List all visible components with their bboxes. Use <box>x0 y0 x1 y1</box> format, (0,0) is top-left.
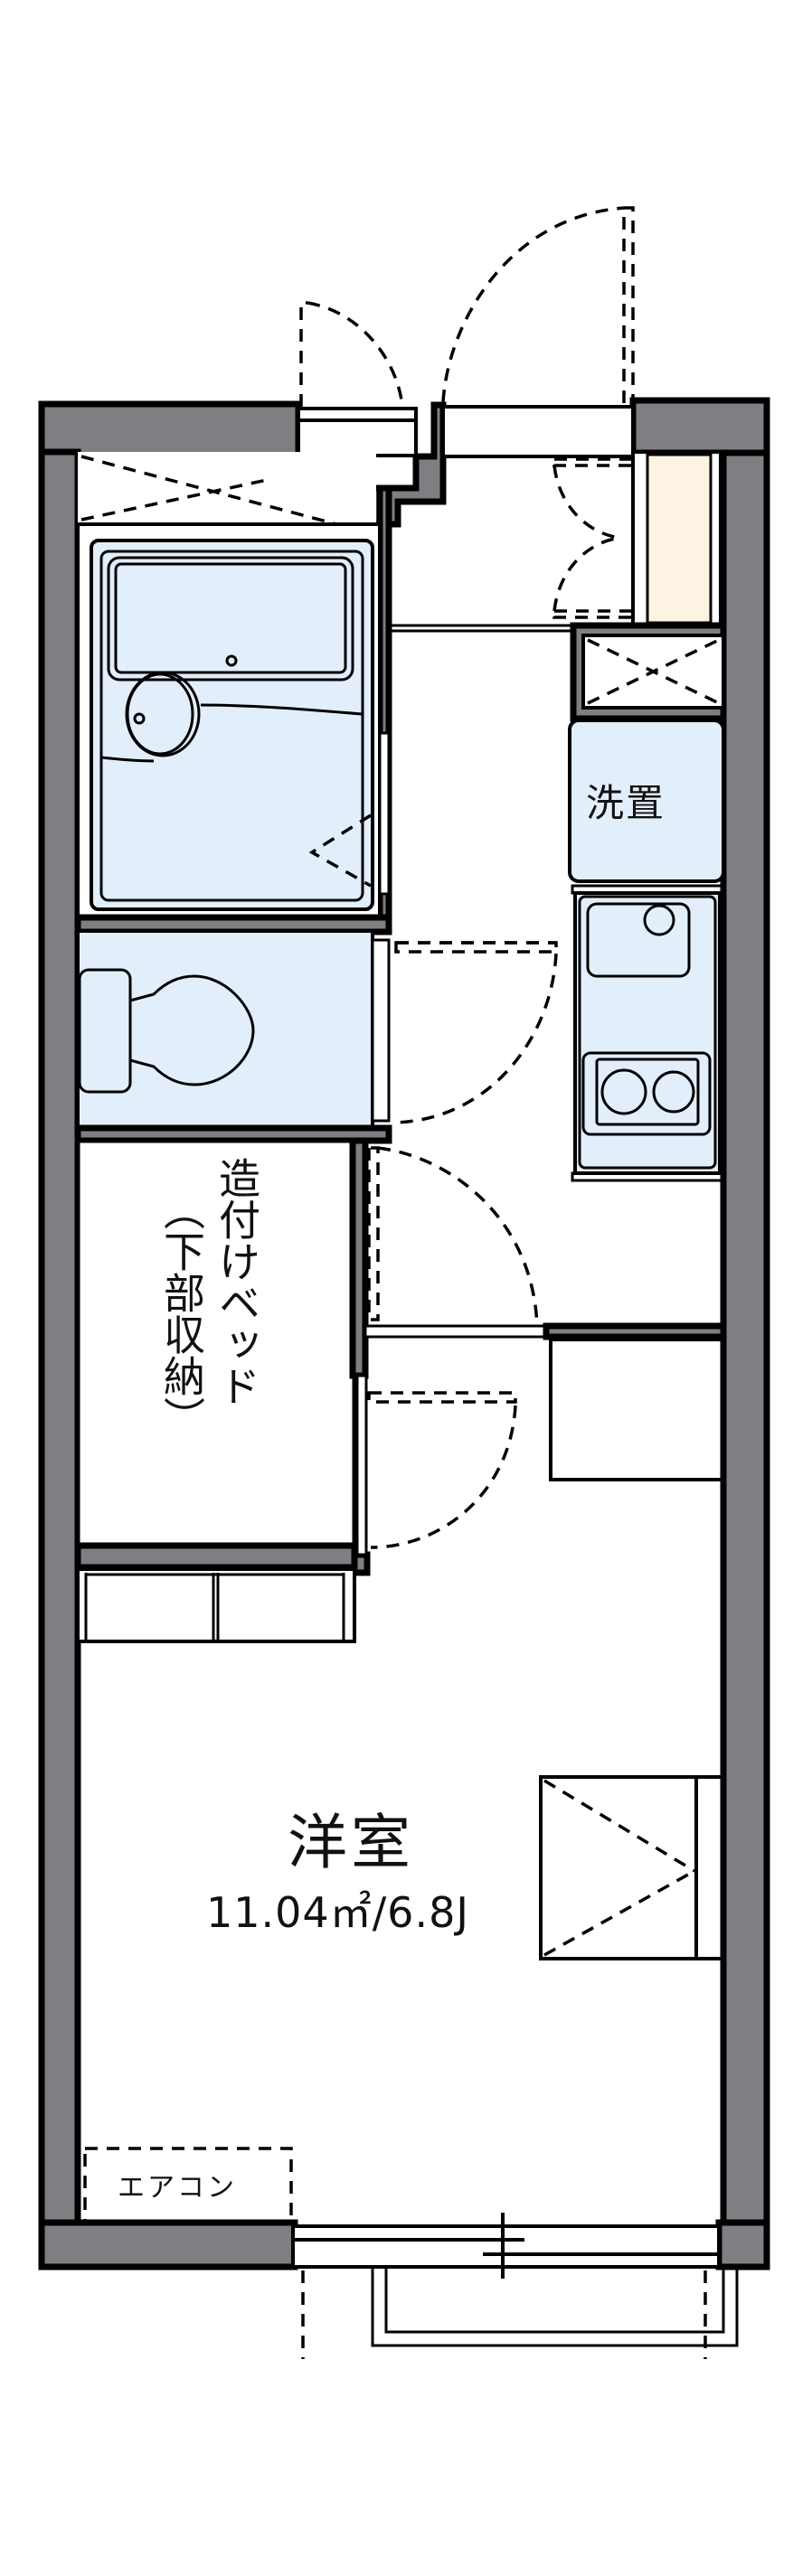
built-in-bed-label: 造付けベッド <box>212 1157 261 1406</box>
pipe-shaft <box>570 622 727 722</box>
refrigerator-space <box>549 1338 725 1481</box>
kitchen-unit <box>571 884 725 1182</box>
air-conditioner-outline <box>83 2147 293 2224</box>
balcony <box>301 2267 739 2359</box>
air-conditioner-label: エアコン <box>118 2172 237 2204</box>
storage-x-top-left <box>78 452 376 535</box>
western-room-label: 洋室 <box>288 1808 414 1877</box>
laundry-label: 洗置 <box>586 781 666 825</box>
balcony-window <box>291 2213 721 2279</box>
hallway-door <box>364 1146 727 1340</box>
western-room-area: 11.04㎡/6.8J <box>206 1888 469 1937</box>
built-in-bed-sublabel: （下部収納） <box>157 1189 206 1438</box>
entrance-door <box>441 206 635 458</box>
built-in-bed <box>75 1137 371 1576</box>
storage-box-room <box>539 1775 725 1960</box>
shoe-closet <box>389 450 722 633</box>
washer-space <box>568 719 725 883</box>
meter-box-door <box>297 301 418 457</box>
room-door <box>367 1391 517 1549</box>
bathtub-unit <box>76 522 391 919</box>
closet <box>74 1542 358 1643</box>
toilet-room <box>76 929 558 1130</box>
